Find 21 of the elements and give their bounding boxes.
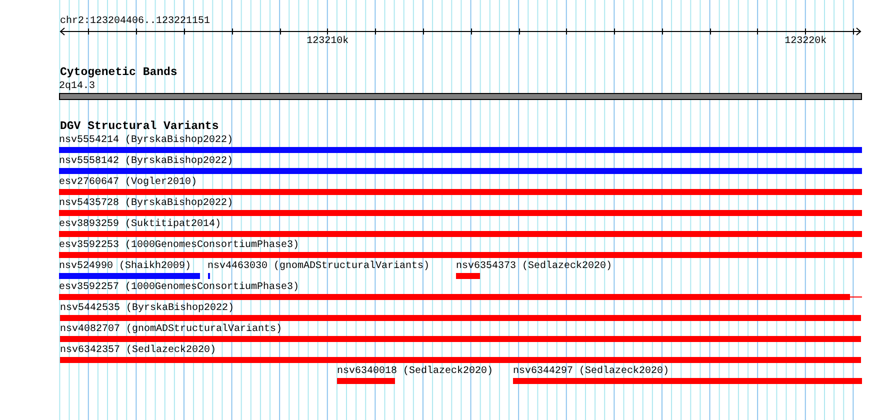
variant-label: esv2760647 (Vogler2010) [59, 177, 198, 188]
track-heading: Cytogenetic Bands [60, 66, 178, 79]
variant-label: nsv6340018 (Sedlazeck2020) [337, 366, 494, 377]
variant-label: esv3592253 (1000GenomesConsortiumPhase3) [59, 240, 300, 251]
variant-label: nsv524990 (Shaikh2009) [59, 261, 192, 272]
variant-label: nsv5435728 (ByrskaBishop2022) [59, 198, 234, 209]
variant-label: nsv5554214 (ByrskaBishop2022) [59, 135, 234, 146]
locus-label: chr2:123204406..123221151 [60, 16, 210, 27]
band-label: 2q14.3 [59, 81, 96, 92]
variant-label: nsv5442535 (ByrskaBishop2022) [60, 303, 234, 314]
variant-label: nsv6344297 (Sedlazeck2020) [513, 366, 670, 377]
tick-label: 123210k [306, 36, 349, 47]
variant-label: nsv4082707 (gnomADStructuralVariants) [60, 324, 282, 335]
variant-label: nsv4463030 (gnomADStructuralVariants) [208, 261, 430, 272]
variant-label: nsv5558142 (ByrskaBishop2022) [59, 156, 234, 167]
variant-label: esv3592257 (1000GenomesConsortiumPhase3) [59, 282, 300, 293]
variant-label: nsv6354373 (Sedlazeck2020) [456, 261, 612, 272]
track-heading: DGV Structural Variants [60, 120, 219, 133]
variant-label: nsv6342357 (Sedlazeck2020) [60, 345, 216, 356]
variant-label: esv3893259 (Suktitipat2014) [59, 219, 222, 230]
tick-label: 123220k [784, 36, 827, 47]
